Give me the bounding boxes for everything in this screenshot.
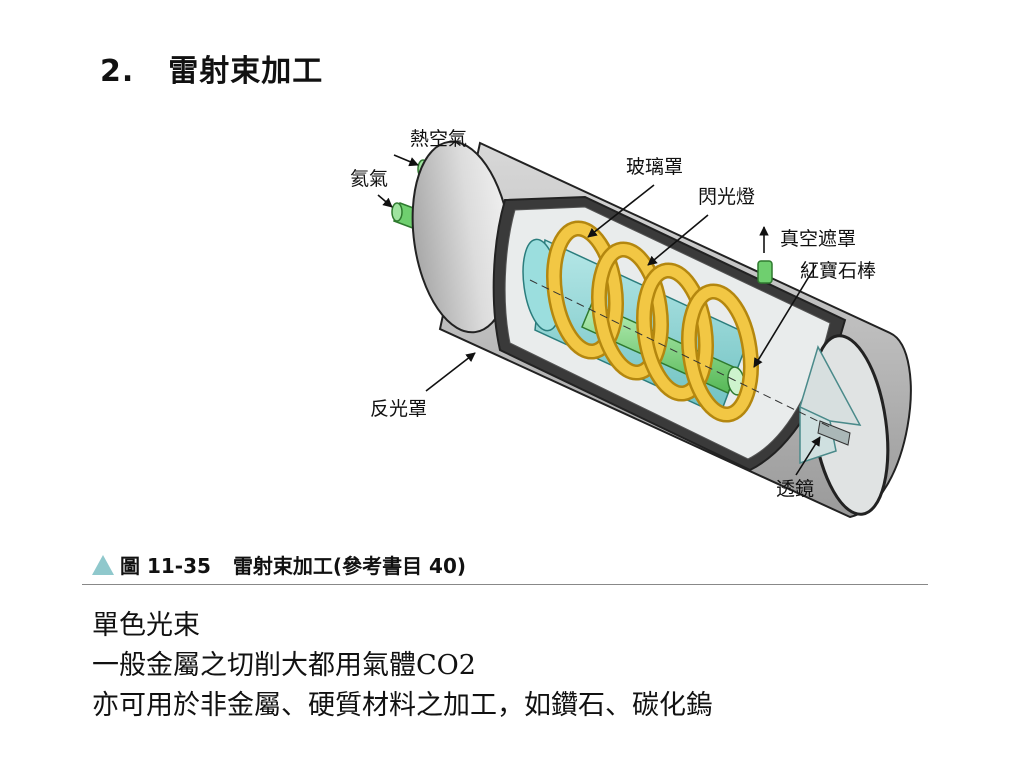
label-ruby-rod: 紅寶石棒 [800,260,876,282]
slide-number: 2. [100,54,135,89]
figure-caption-text: 雷射束加工(參考書目 40) [232,554,467,578]
body-line-1: 單色光束 [92,610,200,641]
beam-axis [529,279,831,428]
flash-lamp-coil [546,220,759,423]
vacuum-shield-nozzle [757,260,773,284]
triangle-icon [92,554,114,575]
caption-divider [82,584,928,585]
slide-title-text: 雷射束加工 [168,54,324,89]
slide-title: 2. 雷射束加工 [100,46,323,90]
body-line-3: 亦可用於非金屬、硬質材料之加工，如鑽石、碳化鎢 [92,690,713,721]
body-text: 單色光束 一般金屬之切削大都用氣體CO2 亦可用於非金屬、硬質材料之加工，如鑽石… [92,606,713,726]
label-vacuum-shield: 真空遮罩 [780,228,856,250]
label-flash-lamp: 閃光燈 [698,186,755,208]
figure-number: 圖 11-35 [120,554,211,578]
label-reflector: 反光罩 [370,398,427,420]
label-lens: 透鏡 [776,478,814,500]
label-glass-cover: 玻璃罩 [626,156,683,178]
label-arrows [377,154,821,476]
label-helium: 氦氣 [350,168,388,190]
label-hot-air: 熱空氣 [410,128,467,150]
figure-caption: 圖 11-35 雷射束加工(參考書目 40) [92,550,466,579]
lens-element [817,420,851,446]
body-line-2: 一般金屬之切削大都用氣體CO2 [92,650,476,681]
laser-diagram: 熱空氣 氦氣 玻璃罩 閃光燈 真空遮罩 紅寶石棒 反光罩 透鏡 [350,128,912,519]
